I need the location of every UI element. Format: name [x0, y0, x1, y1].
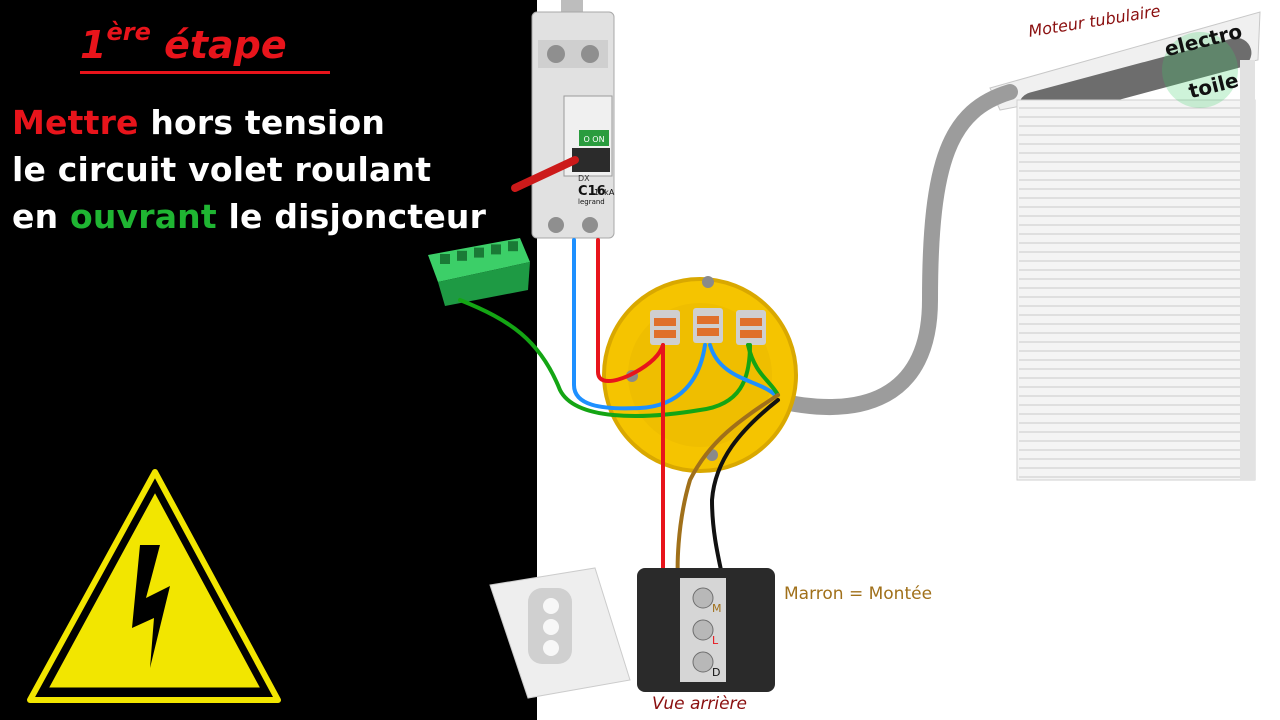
wago-connector-1 — [650, 310, 680, 345]
wago-connector-2 — [693, 308, 723, 343]
switch-rear-view: M L D — [637, 568, 775, 692]
terminal-block — [428, 238, 530, 306]
terminal-screw — [474, 247, 484, 258]
rear-view-caption: Vue arrière — [652, 694, 747, 714]
svg-text:D: D — [712, 666, 720, 679]
terminal-screw — [440, 254, 450, 264]
terminal-screw — [457, 250, 467, 261]
roller-shutter — [989, 11, 1261, 481]
brown-wire-legend: Marron = Montée — [784, 584, 933, 604]
svg-text:C16: C16 — [578, 184, 606, 199]
shutter-slats — [1019, 107, 1253, 478]
wago-connector-3 — [736, 310, 766, 345]
instruction-line-1: Mettre hors tension — [12, 103, 386, 142]
wall-switch — [489, 567, 631, 699]
terminal-screw — [491, 244, 501, 255]
circuit-breaker: O ON DX C16 10kA legrand — [511, 0, 615, 239]
svg-text:M: M — [712, 602, 722, 615]
title-underline — [80, 71, 330, 74]
high-voltage-warning-icon — [27, 469, 281, 703]
instruction-line-2: le circuit volet roulant — [12, 150, 432, 189]
step-title: 1ère étape — [80, 18, 287, 67]
instruction-line-3: en ouvrant le disjoncteur — [12, 197, 487, 236]
svg-text:L: L — [712, 634, 719, 647]
svg-text:10kA: 10kA — [594, 188, 615, 197]
terminal-screw — [508, 241, 518, 252]
svg-text:DX: DX — [578, 174, 590, 183]
svg-text:legrand: legrand — [578, 198, 605, 206]
svg-text:O ON: O ON — [583, 135, 604, 144]
